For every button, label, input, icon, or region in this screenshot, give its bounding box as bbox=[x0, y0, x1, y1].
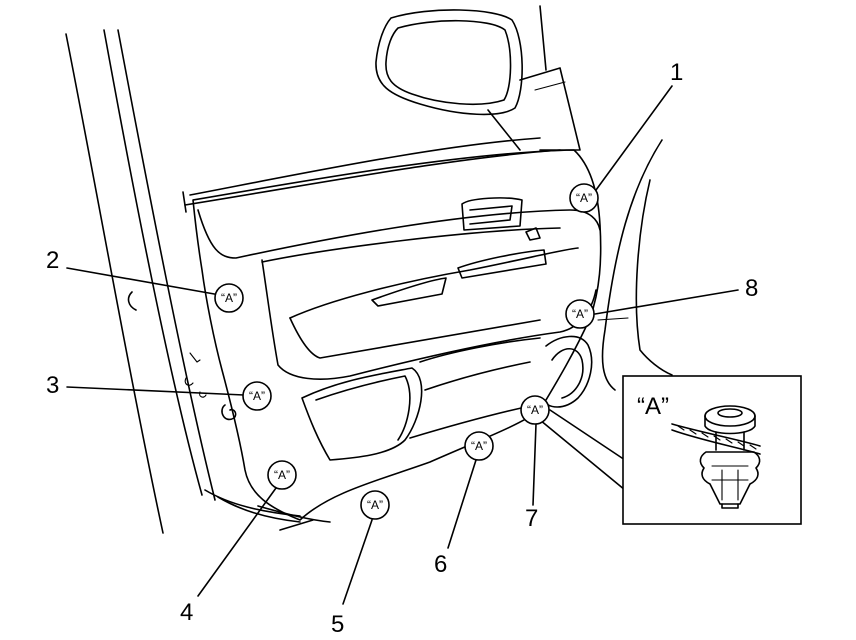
callout-number-3: 3 bbox=[46, 372, 59, 399]
clip-marker-4: “A” bbox=[267, 460, 297, 490]
svg-text:“A”: “A” bbox=[249, 389, 265, 403]
clip-marker-5: “A” bbox=[360, 490, 390, 520]
callout-number-6: 6 bbox=[434, 551, 447, 578]
clip-marker-6: “A” bbox=[464, 431, 494, 461]
clip-marker-2: “A” bbox=[214, 283, 244, 313]
mirror-and-window bbox=[182, 5, 581, 213]
svg-text:“A”: “A” bbox=[221, 291, 237, 305]
clip-icon bbox=[671, 405, 761, 509]
clip-marker-1: “A” bbox=[569, 183, 599, 213]
leader-lines bbox=[66, 85, 739, 605]
callout-number-8: 8 bbox=[745, 275, 758, 302]
svg-text:“A”: “A” bbox=[572, 307, 588, 321]
callout-number-2: 2 bbox=[46, 247, 59, 274]
door-trim-panel bbox=[192, 149, 602, 523]
svg-text:“A”: “A” bbox=[471, 439, 487, 453]
callout-number-4: 4 bbox=[180, 599, 193, 626]
clip-marker-7: “A” bbox=[520, 395, 550, 425]
inset-label: “A” bbox=[637, 393, 669, 420]
body-side bbox=[539, 139, 673, 491]
svg-text:“A”: “A” bbox=[367, 498, 383, 512]
svg-text:“A”: “A” bbox=[274, 468, 290, 482]
clip-marker-3: “A” bbox=[242, 381, 272, 411]
callout-number-7: 7 bbox=[525, 505, 538, 532]
svg-text:“A”: “A” bbox=[576, 191, 592, 205]
callout-number-5: 5 bbox=[331, 611, 344, 638]
door-frame bbox=[65, 29, 314, 534]
callout-number-1: 1 bbox=[670, 59, 683, 86]
clip-detail-inset: “A” bbox=[622, 375, 802, 525]
svg-text:“A”: “A” bbox=[527, 403, 543, 417]
clip-marker-8: “A” bbox=[565, 299, 595, 329]
